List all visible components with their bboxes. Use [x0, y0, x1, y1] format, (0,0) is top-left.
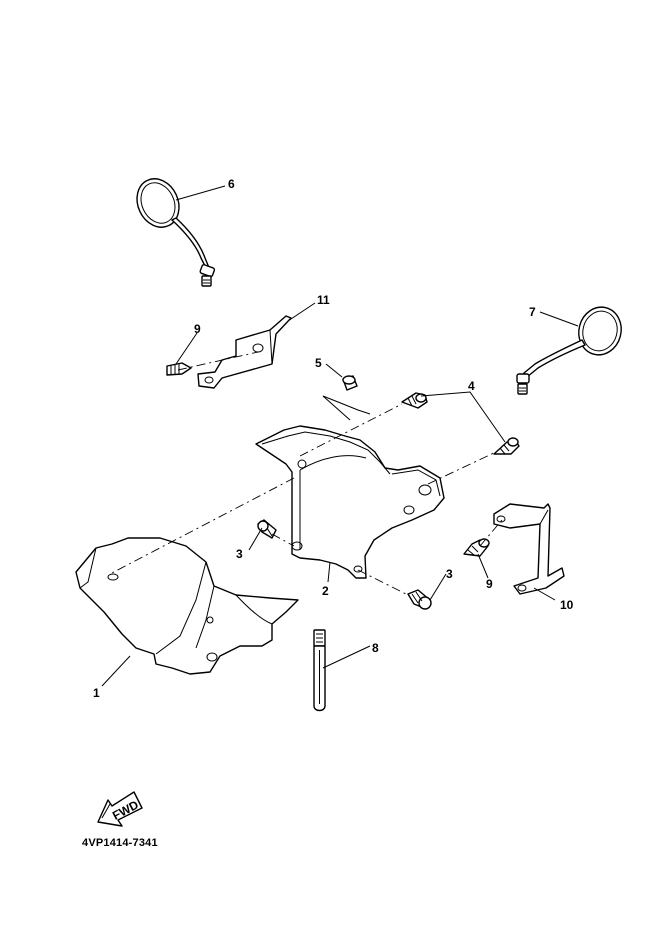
screw-part-9-left [166, 362, 192, 376]
callout-1: 1 [93, 686, 100, 700]
callout-6: 6 [228, 177, 235, 191]
callout-9-right: 9 [486, 577, 493, 591]
callout-10: 10 [560, 598, 574, 612]
screw-part-3-right [407, 589, 432, 610]
catalog-number: 4VP1414-7341 [82, 837, 158, 849]
handlebar-cover-part-2 [255, 425, 445, 579]
leader-lines [101, 185, 579, 687]
screw-part-9-right [463, 538, 490, 557]
callout-3-left: 3 [236, 547, 243, 561]
screw-part-4-lower [493, 437, 520, 455]
bracket-part-10 [493, 503, 565, 595]
screw-part-4-upper [401, 392, 428, 409]
mirror-right-part-7 [516, 306, 622, 395]
callout-4: 4 [468, 379, 475, 393]
callout-9-left: 9 [194, 322, 201, 336]
callout-8: 8 [372, 641, 379, 655]
callout-5: 5 [315, 356, 322, 370]
callout-3-right: 3 [446, 567, 453, 581]
lower-cover-part-1 [75, 537, 299, 675]
callout-2: 2 [322, 584, 329, 598]
grommet-part-5 [342, 375, 358, 391]
callout-7: 7 [529, 305, 536, 319]
mirror-left-part-6 [136, 178, 216, 287]
forward-arrow-icon: FWD [97, 791, 143, 827]
callout-labels: 6 7 11 9 5 4 3 3 2 9 10 8 1 [93, 177, 574, 700]
screw-part-3-left [257, 519, 277, 539]
bracket-part-11 [197, 315, 292, 389]
cable-tie-part-8 [313, 629, 326, 712]
callout-11: 11 [317, 293, 330, 307]
assembly-centerlines [109, 351, 503, 597]
